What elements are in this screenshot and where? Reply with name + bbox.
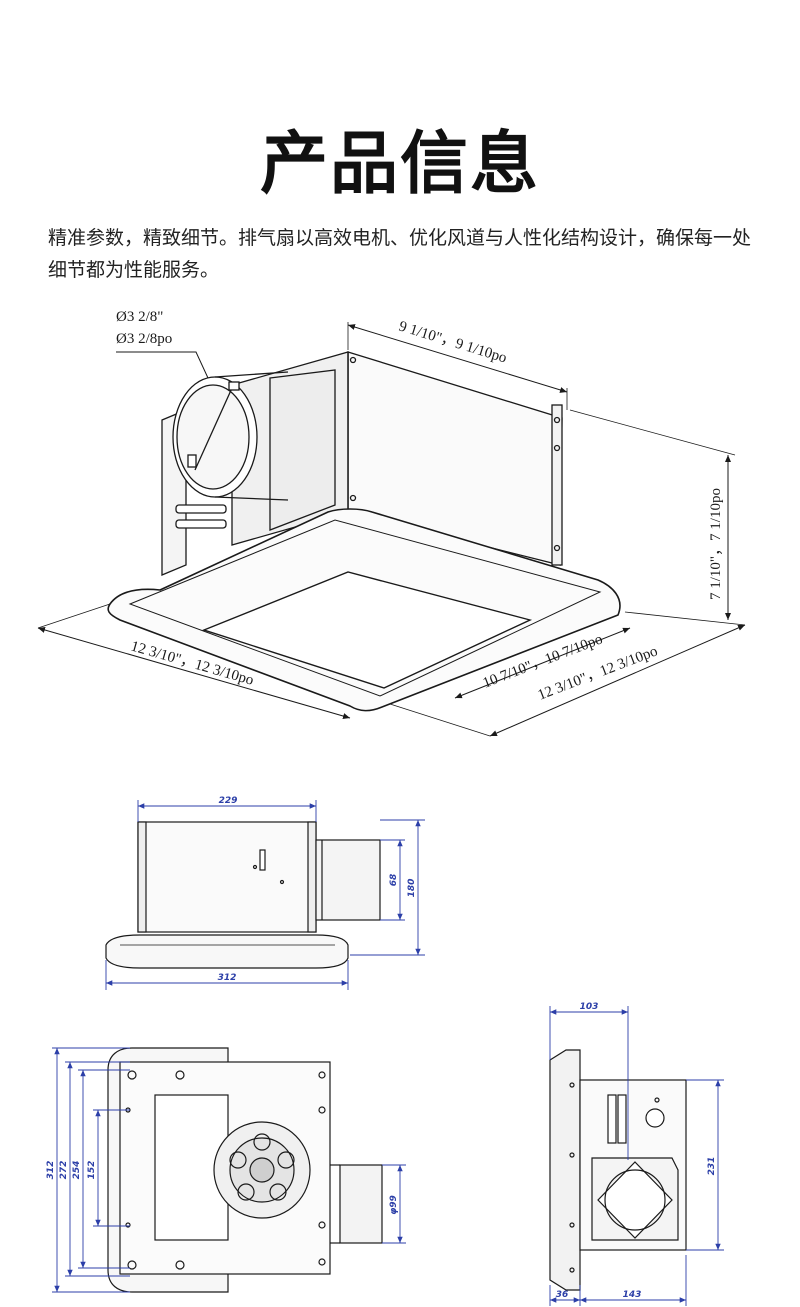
top-d2-label: 272 xyxy=(59,1161,69,1180)
side-duct-height-label: 68 xyxy=(389,874,399,887)
side-width-top-label: 229 xyxy=(219,796,238,806)
side-view xyxy=(105,821,381,969)
end-height-label: 231 xyxy=(707,1157,717,1176)
side-view-labels: 229 180 68 312 xyxy=(218,796,417,983)
top-view-dimensions xyxy=(52,1047,406,1293)
height-label: 7 1/10"，7 1/10po xyxy=(708,488,724,600)
side-view-dimensions xyxy=(105,800,425,990)
top-d4-label: 152 xyxy=(87,1161,97,1180)
isometric-view xyxy=(37,322,746,737)
end-bottom-right-label: 143 xyxy=(623,1290,642,1300)
end-bottom-left-label: 36 xyxy=(556,1290,569,1300)
top-view-labels: 312 272 254 152 φ99 xyxy=(46,1161,399,1215)
end-view xyxy=(549,1049,687,1291)
page-title: 产品信息 xyxy=(259,125,540,204)
top-d3-label: 254 xyxy=(72,1161,82,1180)
end-view-labels: 103 231 36 143 xyxy=(556,1002,717,1300)
box-width-label: 9 1/10"，9 1/10po xyxy=(397,319,509,367)
intro-text: 精准参数，精致细节。排气扇以高效电机、优化风道与人性化结构设计，确保每一处细节都… xyxy=(48,227,752,281)
top-outer-label: 312 xyxy=(46,1161,56,1180)
top-view xyxy=(107,1047,383,1293)
top-duct-label: φ99 xyxy=(389,1195,399,1215)
duct-diameter-po-label: Ø3 2/8po xyxy=(116,331,172,347)
end-view-dimensions xyxy=(549,1006,724,1306)
end-top-label: 103 xyxy=(580,1002,599,1012)
duct-diameter-label: Ø3 2/8" xyxy=(116,309,163,325)
side-height-label: 180 xyxy=(407,879,417,898)
side-width-bottom-label: 312 xyxy=(218,973,237,983)
